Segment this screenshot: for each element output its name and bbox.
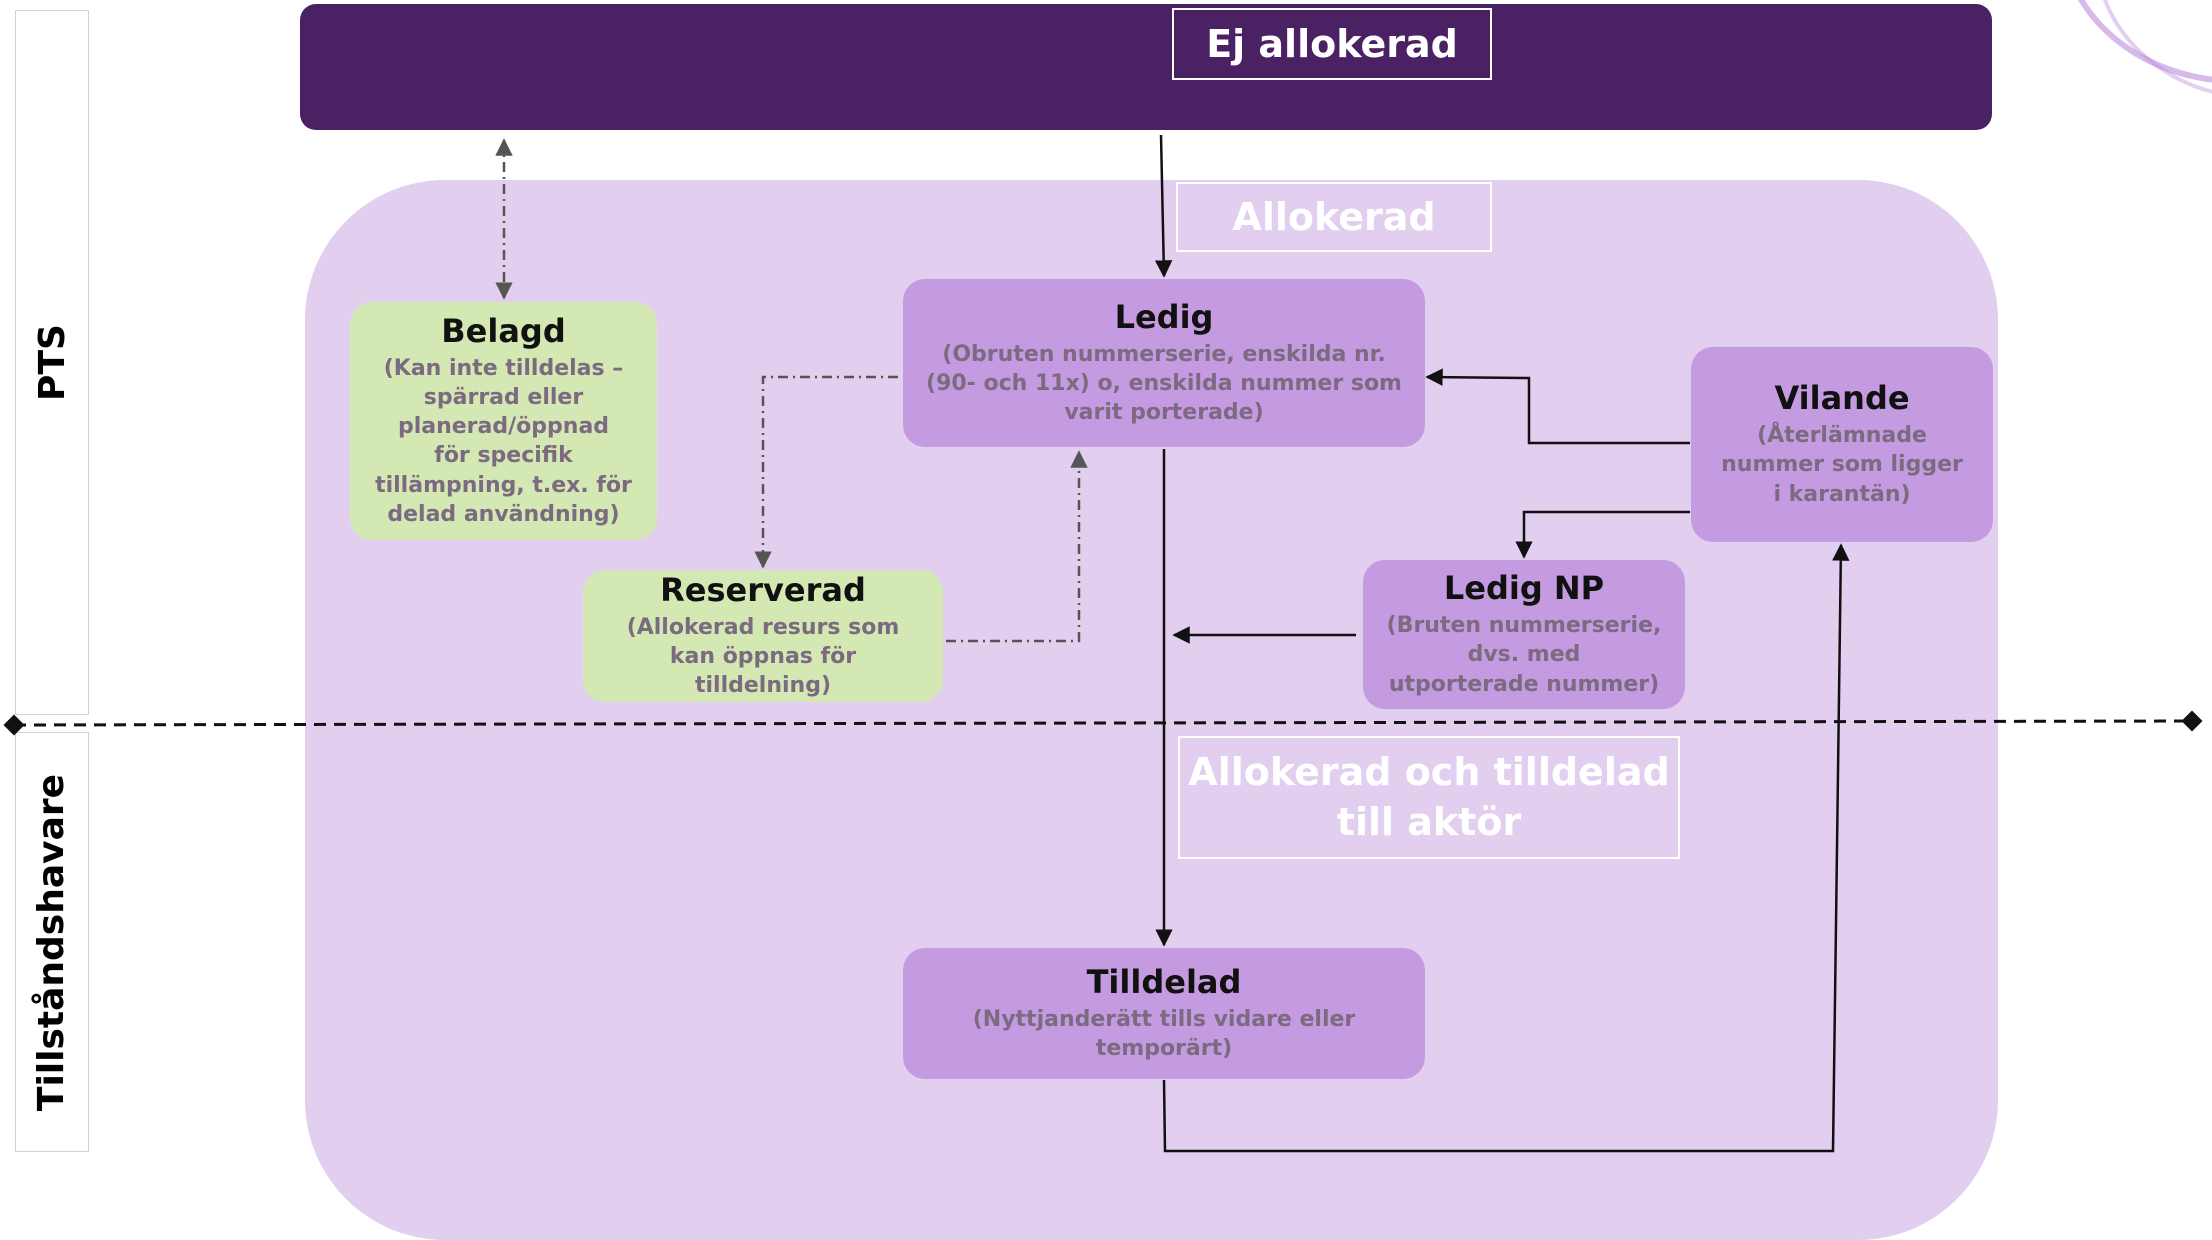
node-vilande-desc-1: (Återlämnade [1757, 423, 1927, 449]
diagram-connectors [3, 134, 2203, 1153]
node-vilande-desc-3: i karantän) [1773, 481, 1911, 507]
node-ledig-desc-3: varit porterade) [1064, 400, 1264, 426]
node-reserverad-desc-1: (Allokerad resurs som [626, 614, 900, 640]
unallocated-title-text: Ej allokerad [1206, 22, 1458, 66]
node-reserverad-desc-2: kan öppnas för [669, 643, 857, 669]
node-ledig-np-desc-2: dvs. med [1467, 642, 1581, 668]
node-vilande-title: Vilande [1774, 379, 1910, 418]
node-belagd-desc-5: tillämpning, t.ex. för [375, 472, 632, 498]
node-reserverad-desc-3: tilldelning) [694, 673, 832, 699]
node-ledig-np-desc-3: utporterade nummer) [1388, 671, 1660, 697]
node-ledig: Ledig (Obruten nummerserie, enskilda nr.… [903, 279, 1425, 447]
arrow-ledig-to-reserverad [754, 375, 898, 569]
node-ledig-np: Ledig NP (Bruten nummerserie, dvs. med u… [1363, 560, 1685, 709]
node-ledig-desc-1: (Obruten nummerserie, enskilda nr. [942, 341, 1386, 367]
node-belagd-title: Belagd [441, 311, 566, 350]
node-ledig-np-desc-1: (Bruten nummerserie, [1386, 613, 1662, 639]
node-reserverad-title: Reserverad [660, 570, 866, 609]
arrow-vilande-to-ledig [1425, 368, 1690, 445]
node-belagd-desc-1: (Kan inte tilldelas – [383, 355, 624, 381]
node-vilande-desc-2: nummer som ligger [1721, 452, 1963, 478]
node-tilldelad-desc-1: (Nyttjanderätt tills vidare eller [972, 1006, 1356, 1032]
node-belagd-desc-4: för specifik [434, 443, 573, 469]
node-belagd-desc-2: spärrad eller [423, 384, 584, 410]
node-vilande: Vilande (Återlämnade nummer som ligger i… [1691, 347, 1993, 542]
lane-label-pts: PTS [15, 10, 89, 715]
lane-label-tillstandshavare: Tillståndshavare [15, 732, 89, 1152]
node-tilldelad-desc-2: temporärt) [1095, 1035, 1233, 1061]
node-belagd: Belagd (Kan inte tilldelas – spärrad ell… [350, 302, 657, 540]
node-belagd-desc-3: planerad/öppnad [397, 414, 610, 440]
node-belagd-desc-6: delad användning) [387, 501, 620, 527]
arrow-unallocated-to-ledig [1154, 134, 1173, 278]
assigned-title: Allokerad och tilldelad till aktör [1178, 736, 1680, 859]
allocated-title-text: Allokerad [1232, 195, 1436, 239]
unallocated-title: Ej allokerad [1172, 8, 1492, 80]
node-tilldelad: Tilldelad (Nyttjanderätt tills vidare el… [903, 948, 1425, 1079]
node-ledig-np-title: Ledig NP [1443, 569, 1605, 608]
arrow-vilande-to-ledig-np [1515, 510, 1690, 559]
assigned-title-line1: Allokerad och tilldelad [1188, 750, 1670, 795]
node-reserverad: Reserverad (Allokerad resurs som kan öpp… [583, 570, 943, 702]
node-ledig-title: Ledig [1114, 297, 1214, 336]
allocated-title: Allokerad [1176, 182, 1492, 252]
node-tilldelad-title: Tilldelad [1086, 962, 1242, 1001]
arrow-tilldelad-to-vilande [1162, 543, 1850, 1153]
assigned-title-line2: till aktör [1336, 799, 1522, 844]
node-ledig-desc-2: (90- och 11x) o, enskilda nummer som [926, 370, 1402, 396]
arrow-reserverad-to-ledig [946, 450, 1088, 643]
unallocated-bar [300, 4, 1992, 130]
lane-divider [3, 710, 2203, 736]
